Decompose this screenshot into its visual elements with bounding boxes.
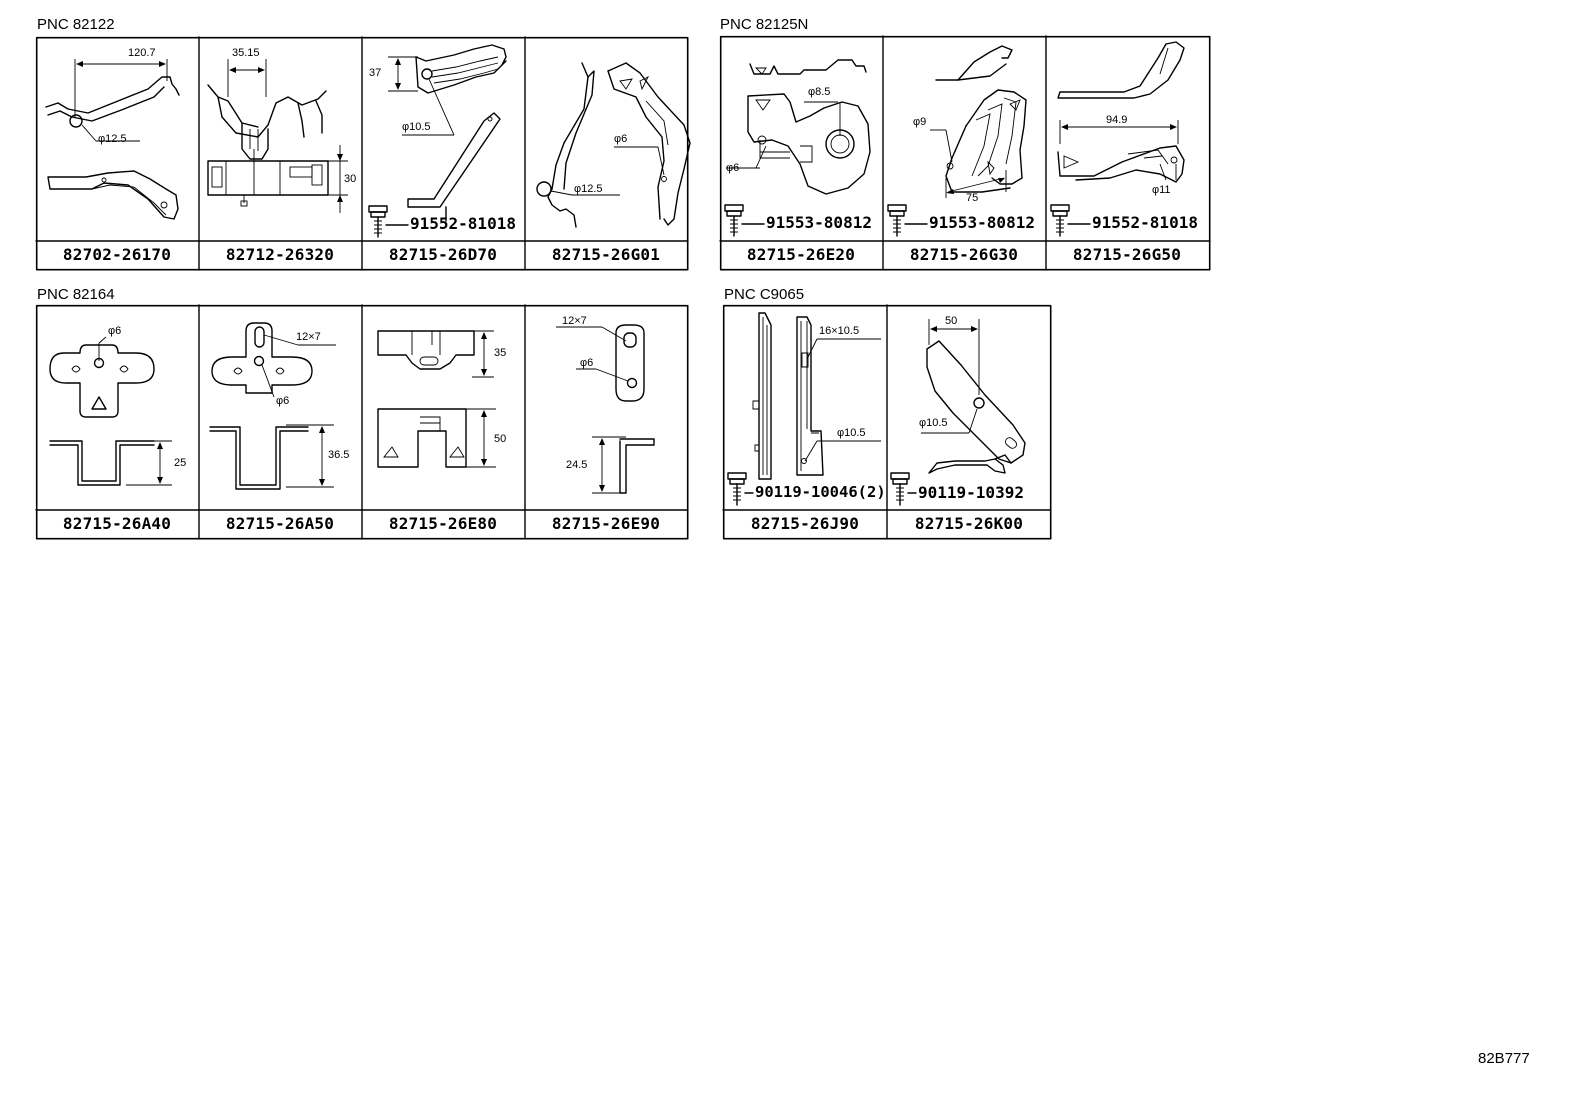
bolt-icon — [368, 205, 409, 238]
dim-height: 36.5 — [328, 449, 350, 461]
bracket-82715-26K00-drawing — [921, 319, 1026, 474]
pnc-82164-title: PNC 82164 — [37, 286, 115, 303]
part-number-82715-26E20[interactable]: 82715-26E20 — [746, 245, 856, 264]
dim-length: 120.7 — [128, 47, 156, 59]
dim-slot-size: 12×7 — [296, 331, 321, 343]
part-number-82715-26J90[interactable]: 82715-26J90 — [750, 514, 860, 533]
dim-hole-diameter: φ6 — [726, 162, 740, 174]
parts-table-82122-frame — [35, 36, 691, 271]
part-number-82715-26K00[interactable]: 82715-26K00 — [914, 514, 1024, 533]
dim-hole-diameter: φ10.5 — [837, 427, 866, 439]
dim-hole-diameter: φ12.5 — [574, 183, 603, 195]
dim-hole-diameter: φ10.5 — [402, 121, 431, 133]
parts-table-82125n-frame — [719, 35, 1211, 271]
part-number-82715-26G50[interactable]: 82715-26G50 — [1072, 245, 1182, 264]
part-number-82715-26D70[interactable]: 82715-26D70 — [388, 245, 498, 264]
part-number-82715-26A40[interactable]: 82715-26A40 — [62, 514, 172, 533]
part-number-82702-26170[interactable]: 82702-26170 — [62, 245, 172, 264]
dim-hole-diameter: φ6 — [108, 325, 122, 337]
dim-width: 50 — [945, 315, 958, 327]
pnc-82125n-title: PNC 82125N — [720, 16, 809, 33]
bolt-icon — [724, 204, 765, 237]
bracket-82715-26E20-drawing — [726, 59, 871, 195]
bracket-82715-26E80-drawing — [377, 330, 496, 468]
dim-height: 25 — [174, 457, 187, 469]
part-number-82715-26G01[interactable]: 82715-26G01 — [551, 245, 661, 264]
pnc-c9065-title: PNC C9065 — [724, 286, 805, 303]
part-number-82712-26320[interactable]: 82712-26320 — [225, 245, 335, 264]
bracket-82715-26A50-drawing — [209, 322, 336, 490]
dim-hole-diameter: φ6 — [580, 357, 594, 369]
bracket-82702-26170-drawing — [45, 59, 180, 220]
dim-length: 94.9 — [1106, 114, 1128, 126]
bracket-82715-26G50-drawing — [1057, 41, 1185, 183]
bolt-icon — [890, 472, 917, 506]
bolt-part-number[interactable]: 91552-81018 — [1092, 213, 1198, 232]
pnc-82122-title: PNC 82122 — [37, 16, 115, 33]
bolt-icon — [887, 204, 928, 237]
bolt-part-number[interactable]: 91552-81018 — [410, 214, 516, 233]
dim-hole-diameter: φ10.5 — [919, 417, 948, 429]
bracket-82715-26E90-drawing — [556, 324, 655, 494]
part-number-82715-26A50[interactable]: 82715-26A50 — [225, 514, 335, 533]
dim-height: 37 — [369, 67, 382, 79]
bracket-82715-26J90-drawing — [752, 312, 881, 480]
bracket-82715-26G30-drawing — [930, 45, 1027, 198]
part-number-82715-26E90[interactable]: 82715-26E90 — [551, 514, 661, 533]
bolt-part-number[interactable]: 91553-80812 — [929, 213, 1035, 232]
bracket-82715-26G01-drawing — [536, 62, 691, 228]
dim-hole-diameter: φ6 — [614, 133, 628, 145]
dim-height: 24.5 — [566, 459, 588, 471]
parts-table-c9065-frame — [722, 304, 1052, 540]
bracket-82715-26A40-drawing — [49, 336, 172, 486]
dim-width: 35.15 — [232, 47, 260, 59]
dim-height: 30 — [344, 173, 357, 185]
bolt-icon — [727, 472, 754, 506]
dim-height: 50 — [494, 433, 507, 445]
figure-code: 82B777 — [1478, 1050, 1530, 1067]
dim-length: 75 — [966, 192, 979, 204]
bolt-part-number[interactable]: 90119-10392 — [918, 483, 1024, 502]
part-number-82715-26G30[interactable]: 82715-26G30 — [909, 245, 1019, 264]
bracket-82712-26320-drawing — [207, 59, 348, 213]
bolt-part-number[interactable]: 90119-10046(2) — [755, 483, 886, 501]
parts-table-82164-frame — [35, 304, 689, 540]
bolt-icon — [1050, 204, 1091, 237]
part-number-82715-26E80[interactable]: 82715-26E80 — [388, 514, 498, 533]
dim-hole-diameter: φ6 — [276, 395, 290, 407]
dim-hole-diameter: φ12.5 — [98, 133, 127, 145]
bolt-part-number[interactable]: 91553-80812 — [766, 213, 872, 232]
dim-height: 35 — [494, 347, 507, 359]
dim-hole-diameter: φ11 — [1152, 184, 1171, 196]
dim-slot-size: 16×10.5 — [819, 325, 860, 337]
dim-hole-diameter: φ8.5 — [808, 86, 831, 98]
dim-hole-diameter: φ9 — [913, 116, 927, 128]
bracket-82715-26D70-drawing — [388, 44, 507, 222]
dim-slot-size: 12×7 — [562, 315, 587, 327]
